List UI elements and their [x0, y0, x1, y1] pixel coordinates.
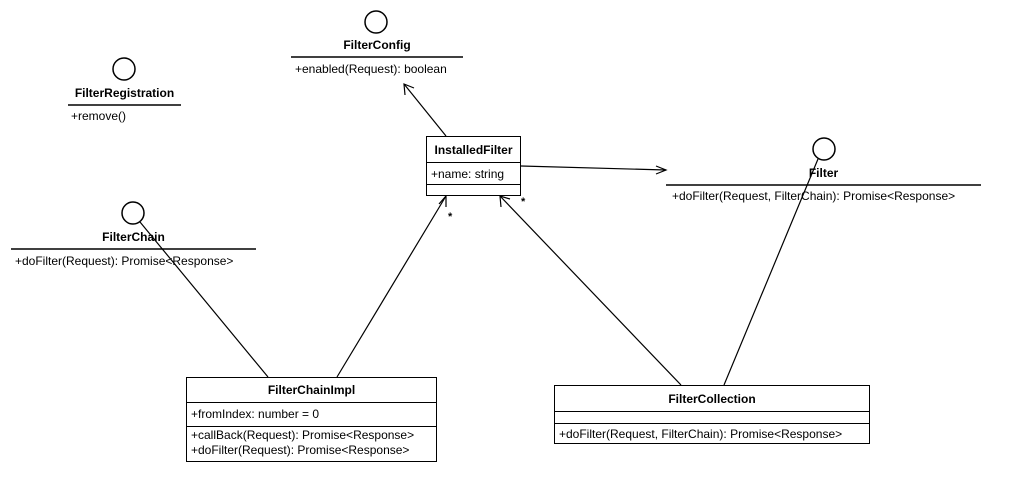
filter-registration-title: FilterRegistration [74, 86, 175, 100]
chain-impl-to-installed-arrowhead [438, 194, 447, 207]
filter-config-title: FilterConfig [343, 38, 411, 52]
collection-to-installed-line [499, 195, 682, 386]
filter-chain-impl-dofilter-op: +doFilter(Request): Promise<Response> [191, 443, 410, 457]
filter-chain-impl-operations: +callBack(Request): Promise<Response> +d… [187, 427, 436, 460]
installed-filter-attributes: +name: string [427, 163, 520, 185]
installed-filter-class: InstalledFilter +name: string [426, 136, 521, 196]
installed-to-config-line [403, 83, 447, 137]
installed-to-filter-line [520, 165, 667, 171]
filter-collection-operations: +doFilter(Request, FilterChain): Promise… [559, 427, 843, 441]
filter-chain-title: FilterChain [102, 230, 165, 244]
installed-to-config-arrowhead [403, 83, 415, 96]
chain-impl-realizes-chain-line [139, 221, 269, 378]
filter-config-interface-circle [364, 10, 388, 34]
collection-to-installed-arrowhead [499, 195, 511, 208]
installed-to-filter-arrowhead [655, 165, 668, 175]
filter-registration-interface-circle [112, 57, 136, 81]
installed-filter-name: InstalledFilter [427, 137, 520, 163]
collection-realizes-filter-line [723, 158, 819, 386]
filter-chain-interface-circle [121, 201, 145, 225]
installed-filter-operations [427, 185, 520, 194]
filter-chain-operation: +doFilter(Request): Promise<Response> [15, 254, 234, 268]
filter-title: Filter [808, 166, 839, 180]
filter-chain-impl-name: FilterChainImpl [187, 378, 436, 403]
filter-chain-impl-callback-op: +callBack(Request): Promise<Response> [191, 428, 415, 442]
collection-multiplicity: * [521, 196, 526, 208]
filter-collection-class: FilterCollection +doFilter(Request, Filt… [554, 385, 870, 444]
filter-collection-attributes [555, 412, 869, 424]
filter-registration-operation: +remove() [71, 109, 127, 123]
filter-collection-name: FilterCollection [555, 386, 869, 412]
filter-chain-impl-attributes: +fromIndex: number = 0 [187, 403, 436, 427]
filter-interface-circle [812, 137, 836, 161]
chain-impl-multiplicity: * [448, 211, 453, 223]
filter-config-operation: +enabled(Request): boolean [295, 62, 447, 76]
filter-chain-impl-class: FilterChainImpl +fromIndex: number = 0 +… [186, 377, 437, 462]
chain-impl-to-installed-line [336, 195, 447, 378]
filter-operation: +doFilter(Request, FilterChain): Promise… [672, 189, 956, 203]
